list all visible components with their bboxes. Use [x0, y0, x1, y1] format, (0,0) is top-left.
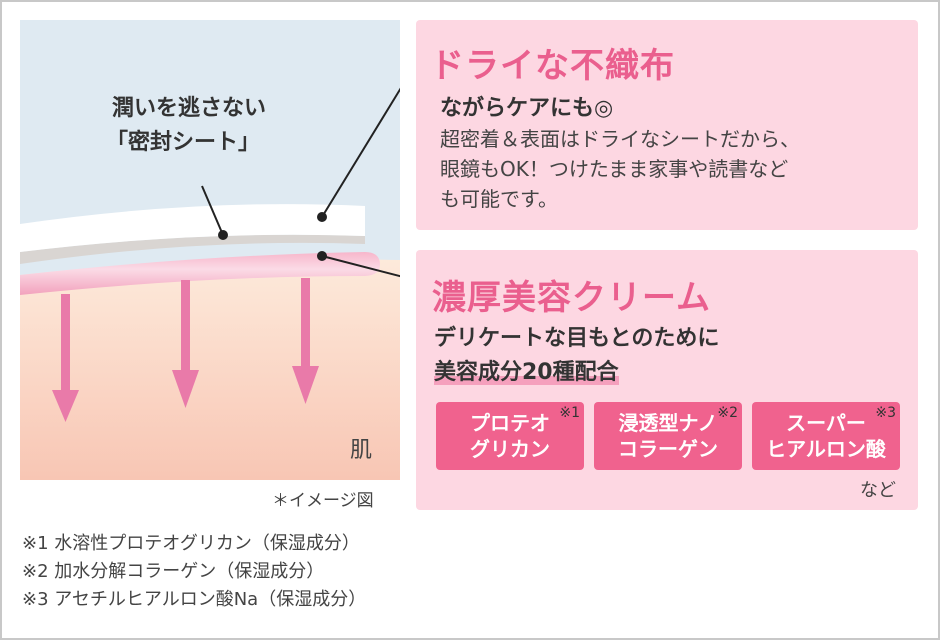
- footnotes: ※1 水溶性プロテオグリカン（保湿成分） ※2 加水分解コラーゲン（保湿成分） …: [22, 530, 366, 614]
- nonwoven-sheet-layer: [20, 204, 365, 252]
- footnote: ※3 アセチルヒアルロン酸Na（保湿成分）: [22, 589, 367, 610]
- cream-layer: [20, 252, 380, 295]
- ingredient-count-text: 美容成分20種配合: [434, 360, 619, 385]
- skin-label: 肌: [350, 438, 373, 463]
- cream-title: 濃厚美容クリーム: [432, 278, 711, 318]
- nonwoven-subtitle: ながらケアにも◎: [440, 96, 614, 121]
- badge-line: プロテオ: [470, 411, 550, 435]
- footnote: ※1 水溶性プロテオグリカン（保湿成分）: [22, 533, 360, 554]
- nonwoven-description: 超密着＆表面はドライなシートだから、 眼鏡もOK！つけたまま家事や読書など も可…: [440, 124, 800, 214]
- leader-lines: [201, 87, 400, 278]
- seal-sheet-layer: [20, 234, 365, 264]
- seal-label-line2: 「密封シート」: [106, 130, 261, 155]
- footnote-marker: ※3: [875, 405, 896, 421]
- nonwoven-feature-box: ドライな不織布 ながらケアにも◎ 超密着＆表面はドライなシートだから、 眼鏡もO…: [416, 20, 918, 230]
- penetration-arrows: [52, 278, 319, 422]
- description-line: 超密着＆表面はドライなシートだから、: [440, 127, 800, 151]
- badge-line: グリカン: [470, 437, 550, 461]
- seal-label-line1: 潤いを逃さない: [112, 96, 267, 121]
- arrow-icon: [172, 280, 199, 408]
- ingredient-badge-proteoglycan: プロテオ グリカン ※1: [436, 402, 584, 470]
- image-caption: ＊イメージ図: [272, 491, 374, 511]
- footnote-marker: ※2: [717, 405, 738, 421]
- skin-layer: [20, 259, 400, 480]
- ingredient-badge-hyaluronic: スーパー ヒアルロン酸 ※3: [752, 402, 900, 470]
- badge-line: スーパー: [786, 411, 866, 435]
- nonwoven-title: ドライな不織布: [430, 46, 675, 86]
- cream-subtitle: デリケートな目もとのために: [434, 326, 720, 351]
- footnote: ※2 加水分解コラーゲン（保湿成分）: [22, 561, 325, 582]
- arrow-icon: [52, 294, 79, 422]
- badge-line: 浸透型ナノ: [618, 411, 718, 435]
- cream-feature-box: 濃厚美容クリーム デリケートな目もとのために 美容成分20種配合 など: [416, 250, 918, 510]
- description-line: も可能です。: [440, 187, 558, 211]
- ingredient-badge-collagen: 浸透型ナノ コラーゲン ※2: [594, 402, 742, 470]
- arrow-icon: [292, 278, 319, 404]
- skin-illustration: [20, 20, 400, 480]
- badge-line: ヒアルロン酸: [766, 437, 886, 461]
- description-line: 眼鏡もOK！つけたまま家事や読書など: [440, 157, 789, 181]
- seal-sheet-label: 潤いを逃さない 「密封シート」: [106, 92, 267, 160]
- etc-label: など: [860, 480, 896, 501]
- badge-line: コラーゲン: [618, 437, 718, 461]
- footnote-marker: ※1: [559, 405, 580, 421]
- cream-highlight: 美容成分20種配合: [434, 354, 619, 386]
